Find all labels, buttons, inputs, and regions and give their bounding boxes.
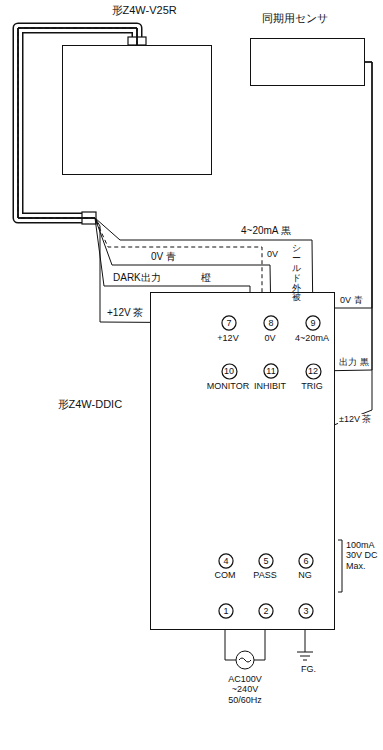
terminal-ring (306, 316, 320, 330)
terminal-ring (264, 364, 278, 378)
terminal-circle: 7 (221, 315, 237, 331)
terminal-circle: 3 (298, 603, 314, 619)
rating-note: 100mA 30V DC Max. (345, 540, 381, 571)
pin-label: NG (297, 570, 313, 580)
sync-sensor-box: 同期用センサ (250, 38, 365, 86)
terminal-ring (222, 364, 237, 379)
rating-bracket (338, 540, 342, 592)
pin-label: 0V (263, 333, 276, 343)
pin-label: +12V (216, 333, 239, 343)
wire-connector (335, 62, 372, 425)
terminal-circle: 1 (218, 603, 234, 619)
pin-label: COM (214, 570, 237, 580)
wire-label: 0V 青 (150, 251, 177, 263)
part-name: 同期用センサ (262, 12, 328, 25)
terminal-circle: 10 (221, 363, 238, 380)
terminal-number: 4 (223, 557, 228, 566)
terminal-circle: 12 (305, 363, 322, 380)
terminal-number: 11 (266, 367, 275, 376)
wire-connector (277, 62, 372, 319)
terminal-circle: 9 (305, 315, 321, 331)
terminal-circle: 6 (298, 553, 314, 569)
wire-connector (18, 28, 268, 317)
shield-label: シールド外被 (292, 244, 301, 303)
terminal-ring (259, 554, 273, 568)
terminal-number: 7 (226, 319, 231, 328)
terminal-number: 12 (308, 367, 318, 376)
terminal-number: 1 (223, 607, 228, 616)
pin-label: MONITOR (206, 381, 250, 391)
ac-tilde (239, 658, 251, 662)
terminal-number: 2 (263, 607, 268, 616)
wire-label: DARK出力 (112, 272, 162, 284)
terminal-number: 10 (224, 367, 234, 376)
terminal-ring (219, 554, 233, 568)
terminal-ring (259, 604, 273, 618)
terminal-number: 5 (263, 557, 268, 566)
wire-label: 0V 青 (339, 295, 364, 305)
terminal-number: 9 (310, 319, 315, 328)
terminal-circle: 11 (263, 363, 279, 379)
terminal-ring (219, 604, 233, 618)
wire-label: 0V (266, 249, 279, 259)
wire-label: +12V 茶 (106, 307, 144, 319)
wire-color: 橙 (200, 272, 212, 284)
pin-label: TRIG (300, 381, 324, 391)
sensor-head-box: 形Z4W-V25R (62, 45, 212, 175)
terminal-ring (222, 316, 236, 330)
part-name: 形Z4W-DDIC (58, 398, 123, 411)
terminal-circle: 8 (263, 315, 279, 331)
terminal-circle: 4 (218, 553, 234, 569)
terminal-ring (299, 554, 313, 568)
terminal-circle: 5 (258, 553, 274, 569)
terminal-ring (264, 316, 278, 330)
pin-label: 4~20mA (294, 333, 330, 343)
terminal-number: 3 (303, 607, 308, 616)
wire-label: ±12V 茶 (338, 414, 372, 424)
terminal-circle: 2 (258, 603, 274, 619)
terminal-number: 8 (268, 319, 273, 328)
power-note: AC100V ~240V 50/60Hz (219, 674, 271, 705)
wire-connector (18, 28, 222, 323)
part-name: 形Z4W-V25R (112, 4, 177, 17)
wire-label: 4~20mA 黒 (240, 225, 292, 237)
terminal-number: 6 (303, 557, 308, 566)
wire-label: 出力 黒 (338, 357, 370, 367)
pin-label: INHIBIT (253, 381, 287, 391)
ac-source-symbol (236, 651, 254, 669)
wire-connector (18, 28, 271, 316)
ground-label: FG. (300, 664, 317, 674)
terminal-ring (306, 364, 321, 379)
terminal-ring (299, 604, 313, 618)
pin-label: PASS (252, 570, 277, 580)
